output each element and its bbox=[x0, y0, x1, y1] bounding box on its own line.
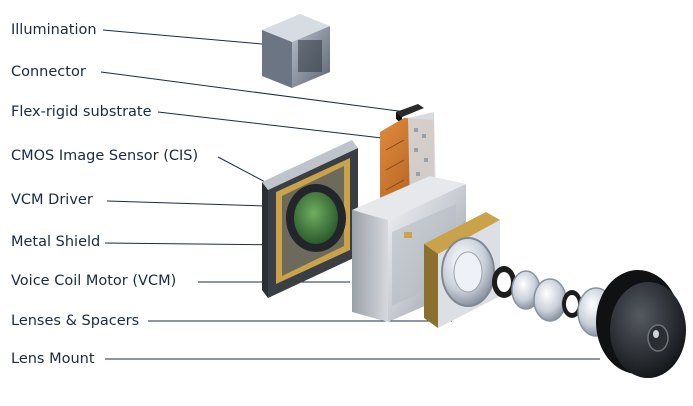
label-lenses-spacers: Lenses & Spacers bbox=[11, 313, 140, 329]
label-lens-mount: Lens Mount bbox=[11, 351, 95, 367]
label-flex-rigid-substrate: Flex-rigid substrate bbox=[11, 104, 152, 120]
illumination-component bbox=[262, 14, 330, 88]
lens-mount-component bbox=[596, 270, 686, 378]
label-voice-coil-motor: Voice Coil Motor (VCM) bbox=[11, 273, 177, 289]
leader-metal-shield bbox=[104, 242, 293, 246]
leader-illumination bbox=[102, 29, 263, 45]
label-illumination: Illumination bbox=[11, 22, 97, 38]
leader-connector bbox=[100, 71, 407, 113]
label-vcm-driver: VCM Driver bbox=[11, 192, 93, 208]
cmos-sensor-component bbox=[262, 140, 358, 298]
label-cmos-image-sensor: CMOS Image Sensor (CIS) bbox=[11, 148, 199, 164]
label-connector: Connector bbox=[11, 64, 86, 80]
lenses-and-spacers-component bbox=[492, 266, 615, 337]
lens-holder-component bbox=[424, 212, 500, 328]
leader-flex-rigid-substrate bbox=[157, 111, 383, 139]
label-metal-shield: Metal Shield bbox=[11, 234, 101, 250]
